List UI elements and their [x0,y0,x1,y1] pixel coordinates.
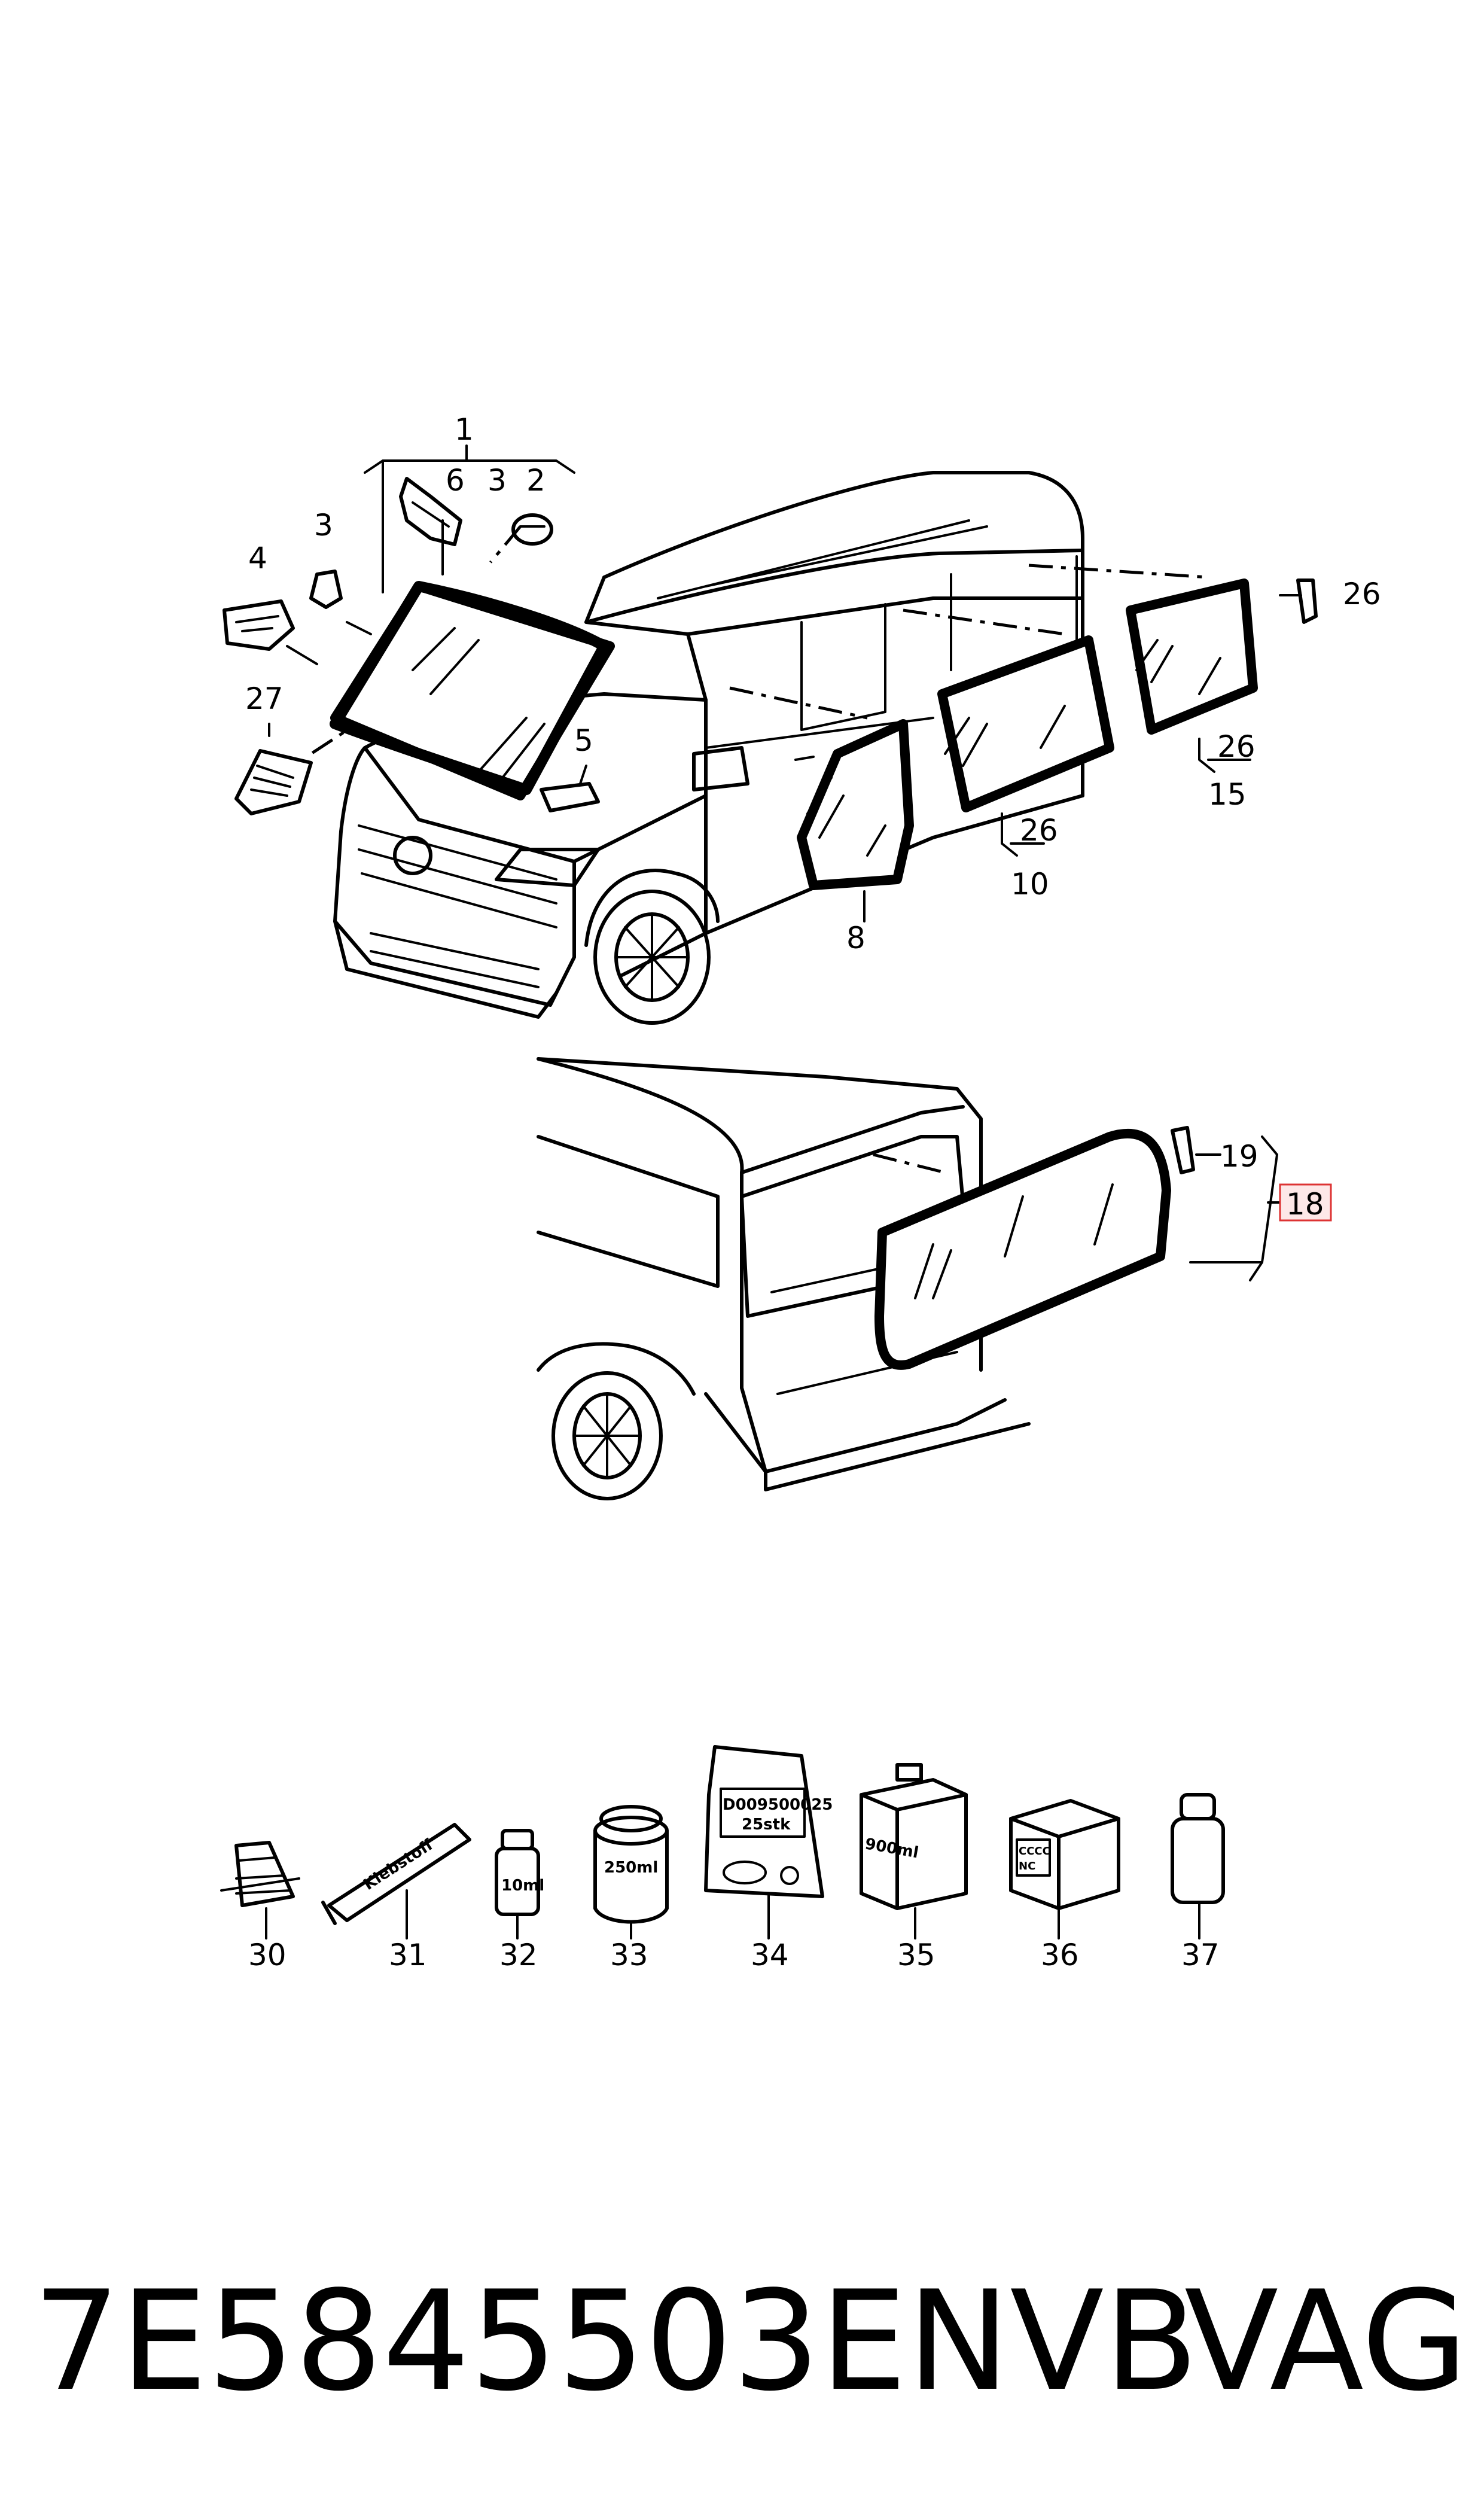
small-bottle-label: 10ml [501,1877,544,1895]
callout-4: 4 [248,541,267,576]
part-18-rear-window [874,1129,1171,1370]
cube-label-line1: CCCC [1019,1845,1050,1858]
callout-5: 5 [574,723,593,758]
callout-18-highlight [1279,1183,1332,1222]
bag-label-line2: 25stk [742,1816,791,1834]
product-30-nozzle [220,1841,300,1940]
callout-8: 8 [846,921,866,955]
callout-26-15: 26 [1217,729,1256,764]
box-label: 900ml [864,1835,920,1862]
callout-32: 32 [499,1938,538,1972]
callout-34: 34 [751,1938,789,1972]
product-34-bag: D009500025 25stk [704,1745,833,1940]
part-5-pad [540,782,600,812]
callout-6: 6 [446,463,465,498]
callout-3: 3 [314,508,333,543]
part-10-side-glass [937,635,1114,812]
callout-1: 1 [455,412,474,447]
part-27-bracket [234,749,313,815]
part-15-rear-side-glass [1126,578,1258,735]
product-row: Klebstoff 10ml 250ml D009500025 25stk [220,1745,1225,1940]
callout-26-10: 26 [1020,813,1058,848]
part-8-door-glass [797,719,914,890]
cube-label-line2: NC [1019,1860,1035,1872]
part-19-clip [1171,1126,1195,1174]
bracket-1 [364,444,575,593]
part-26-clip [1296,578,1318,624]
part-4-mount [223,599,295,651]
bracket-18 [1189,1135,1281,1281]
callout-37: 37 [1181,1938,1220,1972]
product-36-cube: CCCC NC [1009,1799,1120,1940]
part-3-clip [309,570,343,609]
windscreen [330,581,615,800]
product-31-tube: Klebstoff [321,1823,471,1940]
leader-lines-front [268,594,1302,922]
product-37-jar [1171,1793,1225,1940]
callout-36: 36 [1041,1938,1079,1972]
callout-18: 18 [1286,1187,1324,1222]
product-33-can: 250ml [593,1805,669,1940]
callout-35: 35 [897,1938,936,1972]
callout-19: 19 [1220,1139,1258,1174]
callout-27: 27 [245,681,284,716]
callout-2: 2 [526,463,546,498]
callout-3-top: 3 [487,463,507,498]
can-label: 250ml [604,1859,658,1877]
callout-15: 15 [1208,777,1247,812]
product-35-box: 900ml [860,1763,968,1940]
callout-30: 30 [248,1938,287,1972]
bag-label-line1: D009500025 [723,1796,833,1814]
part-2-sensor [511,513,553,546]
callout-31: 31 [389,1938,427,1972]
product-32-small-bottle: 10ml [495,1829,544,1940]
brand-footer: VAG [1184,2262,1468,2422]
part-number-footer: 7E5845503ENVB [33,2262,1199,2422]
callout-33: 33 [610,1938,648,1972]
callouts: 1 2 3 6 3 4 27 5 8 10 26 15 26 26 19 18 … [245,412,1381,1972]
callout-26-clip: 26 [1343,577,1381,611]
callout-10: 10 [1011,867,1049,902]
